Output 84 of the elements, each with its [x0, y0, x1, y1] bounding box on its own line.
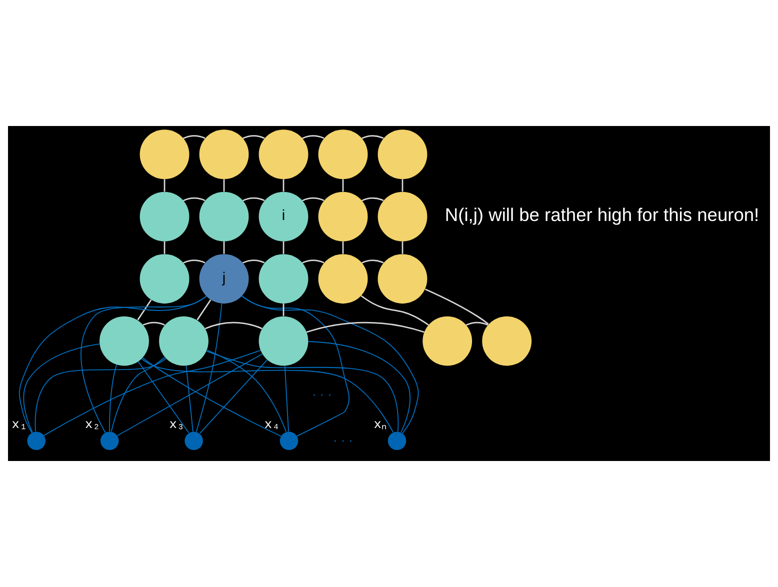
node-label: x₄ [264, 417, 280, 432]
connector [466, 322, 488, 326]
node-circle [258, 254, 308, 304]
connector [424, 288, 489, 325]
node-circle [318, 192, 368, 242]
connector [116, 354, 263, 436]
connector [142, 322, 165, 326]
connector [206, 350, 287, 432]
node-label: x₂ [84, 417, 100, 432]
connector [308, 341, 411, 433]
connector [43, 350, 261, 436]
connector [164, 241, 166, 254]
connector [138, 361, 190, 434]
connector [342, 179, 344, 192]
connector [282, 179, 284, 192]
label: · · · [312, 386, 332, 402]
label: · · · [333, 432, 353, 448]
connector [362, 135, 384, 139]
label: N(i,j) will be rather high for this neuron! [444, 204, 760, 226]
connector [402, 179, 404, 192]
connector [402, 241, 404, 254]
connector [302, 197, 324, 202]
connector [34, 358, 166, 432]
node-circle [100, 316, 149, 366]
connector [223, 241, 225, 254]
node-circle [378, 130, 428, 180]
connector [282, 241, 284, 254]
node-circle [280, 432, 298, 450]
connector [223, 179, 225, 192]
connector [342, 241, 344, 254]
node-circle [318, 130, 368, 180]
connector [242, 197, 265, 202]
connector [362, 197, 384, 202]
connector [196, 300, 212, 320]
node-circle [140, 254, 190, 304]
node-label: xₙ [374, 417, 386, 432]
node-circle [100, 432, 119, 450]
node-circle [378, 192, 428, 242]
connector [196, 303, 222, 432]
node-circle [318, 254, 368, 304]
node-circle [482, 316, 532, 366]
connector [186, 365, 194, 432]
connector [110, 356, 166, 432]
node-circle: j [199, 254, 249, 304]
node-circle: i [258, 192, 308, 242]
node-circle [27, 432, 46, 450]
connector [282, 304, 284, 316]
node-circle [140, 192, 190, 242]
connector [306, 322, 424, 333]
node-circle [388, 432, 406, 450]
connector [204, 322, 262, 330]
node-circle [199, 130, 249, 180]
connector [242, 296, 350, 437]
connector [242, 135, 265, 139]
connector [199, 360, 268, 434]
node-label: x₁ [12, 417, 28, 432]
node-circle [422, 316, 472, 366]
connector [242, 260, 265, 264]
connector [362, 260, 384, 264]
connector [164, 179, 166, 192]
node-label: x₃ [169, 417, 185, 432]
connector [206, 350, 399, 432]
connector [360, 295, 429, 326]
connector [302, 135, 324, 139]
node-circle [199, 192, 249, 242]
connector [284, 366, 289, 432]
connector [18, 296, 207, 434]
connector [142, 357, 282, 437]
connector [241, 296, 419, 434]
connector [141, 358, 394, 433]
connector [302, 260, 324, 264]
connector [183, 197, 206, 202]
connector [183, 260, 206, 264]
connector [183, 135, 206, 139]
node-circle [258, 130, 308, 180]
node-circle [159, 316, 208, 366]
node-circle [140, 130, 190, 180]
connector [80, 296, 207, 434]
node-circle [378, 254, 428, 304]
connector [109, 364, 118, 432]
connector [137, 300, 152, 320]
node-circle [184, 432, 203, 450]
node-circle [258, 316, 308, 366]
connector [23, 343, 100, 433]
